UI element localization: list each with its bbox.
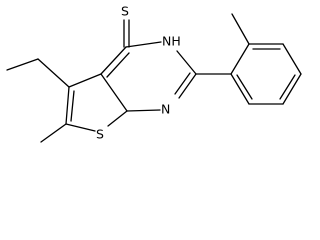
bond-methyl-c6 <box>40 123 67 143</box>
bond-ar4-ar5 <box>282 73 302 105</box>
bond-ar6-ar1-inner <box>236 74 253 100</box>
thiophene-ring <box>65 73 128 132</box>
bond-ethyl-ch2-c5 <box>37 58 70 88</box>
thiophene-sulfur-label: S <box>96 127 104 142</box>
bond-c4a-c4-double <box>106 52 130 78</box>
thione-group <box>123 19 130 48</box>
bond-ar6-ar1 <box>230 73 250 105</box>
bond-c2-n1 <box>178 73 197 99</box>
bond-s7-c7a <box>107 110 128 127</box>
bond-c4-n3 <box>125 41 162 48</box>
ring-nh-label: NH <box>162 34 181 49</box>
bond-c2-n1-double <box>174 72 191 95</box>
bond-ar4-ar5-inner <box>279 74 296 100</box>
bond-ar1-ar2 <box>230 43 250 75</box>
bond-tolyl-methyl <box>231 13 250 45</box>
bond-c4a-c4 <box>100 46 127 75</box>
chemical-structure: S NH N S <box>6 4 302 143</box>
bond-c6-s7 <box>65 123 96 132</box>
bond-n3-c2 <box>176 50 197 75</box>
bond-n1-c7a <box>126 109 161 112</box>
thione-sulfur-label: S <box>121 4 129 19</box>
pyrimidine-ring <box>100 41 197 112</box>
tolyl-ring <box>230 43 302 105</box>
ethyl-group <box>6 58 70 88</box>
bond-c5-c6-double <box>70 90 75 122</box>
bond-c7a-c4a <box>100 73 128 112</box>
bond-ar3-ar4 <box>282 43 302 75</box>
bond-c5-c6 <box>65 86 70 125</box>
bond-ethyl-ch3-ch2 <box>6 58 39 71</box>
bond-c5-c4a <box>68 73 102 88</box>
ring-n-label: N <box>161 102 170 117</box>
